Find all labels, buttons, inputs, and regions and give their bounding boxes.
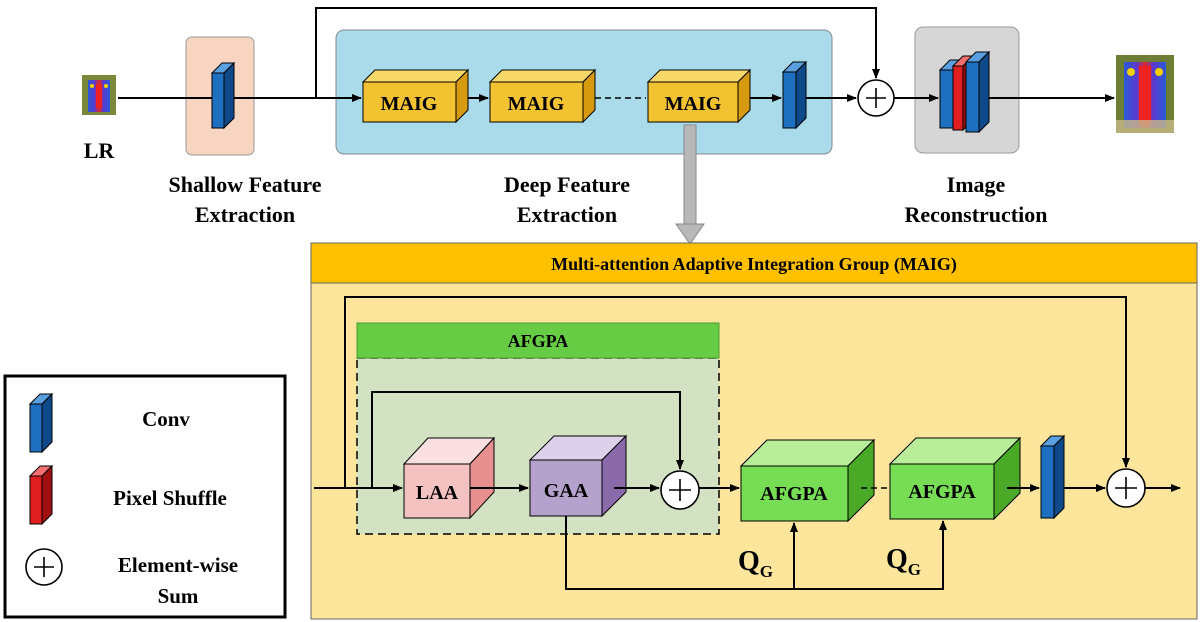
recon-conv-block-2 bbox=[964, 50, 991, 134]
deep-label-line2: Extraction bbox=[517, 202, 617, 227]
legend-conv-icon bbox=[28, 392, 54, 454]
laa-block bbox=[402, 436, 496, 520]
legend-conv-label: Conv bbox=[142, 407, 190, 431]
maig-title-bar bbox=[310, 242, 1198, 284]
q-g-label-1-sub: G bbox=[760, 562, 773, 581]
lr-label: LR bbox=[84, 138, 116, 163]
shallow-label-line2: Extraction bbox=[195, 202, 295, 227]
q-g-label-2: QG bbox=[886, 544, 921, 579]
shallow-conv-block bbox=[210, 61, 236, 130]
panel-conv-block bbox=[1039, 434, 1066, 520]
legend-pixel-shuffle-label: Pixel Shuffle bbox=[113, 486, 227, 510]
gaa-label: GAA bbox=[544, 480, 589, 502]
legend-pixel-shuffle-icon bbox=[28, 464, 54, 526]
maig-block-1-label: MAIG bbox=[381, 93, 438, 115]
sr-output-image bbox=[1116, 55, 1174, 133]
inner-sum-node bbox=[660, 470, 700, 510]
q-g-label-1-main: Q bbox=[738, 546, 760, 577]
maig-block-1 bbox=[361, 68, 470, 124]
maig-block-2 bbox=[488, 68, 597, 124]
maig-panel-title: Multi-attention Adaptive Integration Gro… bbox=[551, 254, 957, 275]
afgpa-header-label: AFGPA bbox=[508, 331, 569, 351]
afgpa-block-1-label: AFGPA bbox=[760, 483, 828, 505]
deep-conv-block bbox=[781, 60, 808, 130]
afgpa-block-1 bbox=[739, 438, 876, 523]
shallow-label-line1: Shallow Feature bbox=[169, 172, 322, 197]
q-g-label-1: QG bbox=[738, 546, 773, 581]
expand-arrow bbox=[675, 124, 705, 245]
afgpa-block-2 bbox=[888, 436, 1022, 521]
deep-label-line1: Deep Feature bbox=[504, 172, 630, 197]
legend-sum-label-line2: Sum bbox=[158, 584, 199, 608]
outer-sum-node bbox=[1106, 468, 1146, 508]
top-flow-arrows bbox=[118, 7, 1115, 102]
gaa-block bbox=[528, 434, 628, 518]
maig-block-2-label: MAIG bbox=[508, 93, 565, 115]
lr-image bbox=[82, 75, 116, 115]
q-g-label-2-main: Q bbox=[886, 544, 908, 575]
recon-label-line2: Reconstruction bbox=[905, 202, 1048, 227]
recon-label-line1: Image bbox=[947, 172, 1006, 197]
laa-label: LAA bbox=[416, 482, 459, 504]
legend-sum-icon bbox=[25, 548, 63, 586]
q-g-label-2-sub: G bbox=[908, 560, 921, 579]
panel-flow-arrows bbox=[314, 296, 1181, 590]
afgpa-block-2-label: AFGPA bbox=[908, 481, 976, 503]
top-sum-node bbox=[857, 79, 895, 117]
afgpa-header-bar bbox=[356, 322, 720, 359]
legend-sum-label-line1: Element-wise bbox=[118, 553, 238, 577]
maig-block-3-label: MAIG bbox=[665, 93, 722, 115]
maig-block-3 bbox=[646, 68, 752, 124]
